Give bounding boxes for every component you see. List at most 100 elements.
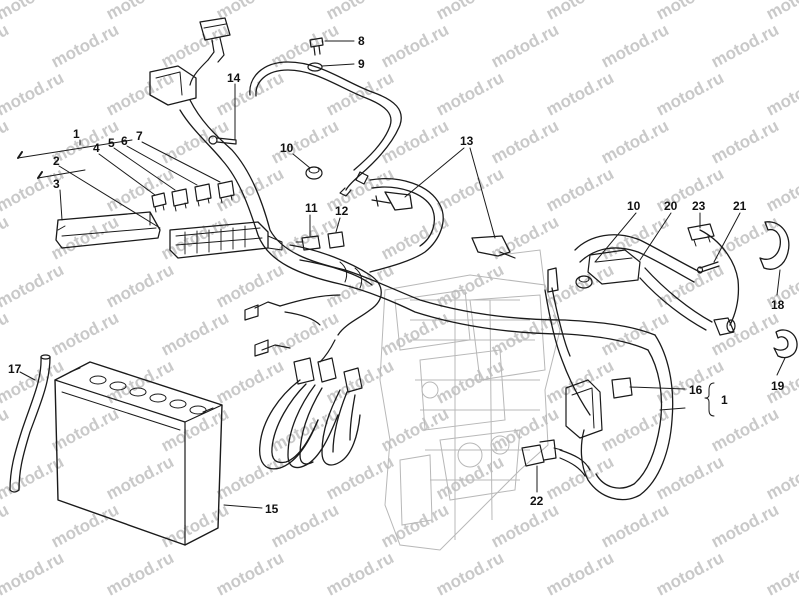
watermark-text: motod.ru	[0, 68, 67, 119]
pin-21	[696, 261, 720, 274]
callout-labels: 1 2 3 4 5 6 7 8 9 10 11 12 13 14 15 16 1…	[8, 34, 785, 516]
callout-21: 21	[733, 199, 747, 213]
fuse-box-base	[55, 211, 161, 249]
watermark-text: motod.ru	[543, 164, 617, 215]
watermark-text: motod.ru	[103, 452, 177, 503]
watermark-text: motod.ru	[378, 116, 452, 167]
watermark-text: motod.ru	[0, 0, 67, 24]
fuse-6	[194, 183, 212, 207]
battery-cell-caps	[89, 375, 207, 415]
engine-block-outline	[379, 249, 561, 551]
watermark-text: motod.ru	[48, 20, 122, 71]
watermark-text: motod.ru	[323, 68, 397, 119]
callout-15: 15	[265, 502, 279, 516]
callout-5: 5	[108, 136, 115, 150]
watermark-text: motod.ru	[488, 116, 562, 167]
watermark-text: motod.ru	[158, 20, 232, 71]
watermark-text: motod.ru	[653, 356, 727, 407]
watermark-text: motod.ru	[653, 0, 727, 24]
callout-7: 7	[136, 129, 143, 143]
bolt-8	[309, 37, 324, 56]
watermark-text: motod.ru	[213, 260, 287, 311]
watermark-text: motod.ru	[378, 308, 452, 359]
callout-8: 8	[358, 34, 365, 48]
watermark-text: motod.ru	[763, 164, 799, 215]
watermark-text: motod.ru	[103, 164, 177, 215]
callout-11: 11	[305, 201, 318, 215]
watermark-text: motod.ru	[323, 356, 397, 407]
watermark-text: motod.ru	[708, 212, 782, 263]
battery	[54, 361, 223, 546]
callout-19: 19	[771, 379, 785, 393]
watermark-text: motod.ru	[598, 308, 672, 359]
watermark-text: motod.ru	[0, 404, 12, 455]
watermark-text: motod.ru	[213, 164, 287, 215]
watermark-text: motod.ru	[48, 404, 122, 455]
watermark-text: motod.ru	[0, 20, 12, 71]
watermark-text: motod.ru	[158, 308, 232, 359]
watermark-text: motod.ru	[378, 500, 452, 551]
clamp-18	[759, 221, 790, 270]
callout-9: 9	[358, 57, 365, 71]
callout-18: 18	[771, 298, 785, 312]
watermark-text: motod.ru	[488, 500, 562, 551]
watermark-text: motod.ru	[158, 500, 232, 551]
watermark-text: motod.ru	[213, 452, 287, 503]
watermark-text: motod.ru	[433, 0, 507, 24]
watermark-text: motod.ru	[433, 548, 507, 599]
watermark-text: motod.ru	[763, 548, 799, 599]
watermark-text: motod.ru	[598, 500, 672, 551]
fuse-holder	[169, 221, 283, 259]
fuses	[151, 180, 235, 213]
cable-tie-14	[208, 135, 237, 145]
watermark-text: motod.ru	[0, 308, 12, 359]
grommet-10-right	[575, 275, 593, 289]
connector-block-top	[149, 17, 231, 106]
rear-wiring	[544, 267, 674, 501]
watermark-text: motod.ru	[378, 20, 452, 71]
callout-22: 22	[530, 494, 544, 508]
fuse-4	[151, 192, 167, 213]
fuse-5	[171, 188, 189, 212]
watermark-text: motod.ru	[598, 116, 672, 167]
watermark-text: motod.ru	[323, 0, 397, 24]
watermark-text: motod.ru	[763, 68, 799, 119]
watermark-text: motod.ru	[763, 452, 799, 503]
callout-14: 14	[227, 71, 241, 85]
watermark-text: motod.ru	[433, 356, 507, 407]
watermark-text: motod.ru	[708, 404, 782, 455]
grommet-10-left	[305, 166, 323, 180]
watermark-text: motod.ru	[433, 164, 507, 215]
watermark-text: motod.ru	[0, 260, 67, 311]
ground-cable	[249, 61, 402, 197]
sensor-wire-loops	[254, 339, 363, 470]
bracket-13	[371, 191, 516, 259]
watermark-text: motod.ru	[543, 0, 617, 24]
watermark-text: motod.ru	[213, 548, 287, 599]
callout-23: 23	[692, 199, 706, 213]
watermark-text: motod.ru	[103, 548, 177, 599]
watermark-text: motod.ru	[0, 116, 12, 167]
watermark-text: motod.ru	[543, 68, 617, 119]
callout-17: 17	[8, 362, 22, 376]
watermark-text: motod.ru	[213, 0, 287, 24]
callout-20: 20	[664, 199, 678, 213]
left-leads	[244, 294, 341, 326]
watermark-text: motod.ru	[653, 548, 727, 599]
callout-3: 3	[53, 177, 60, 191]
watermark-text: motod.ru	[708, 116, 782, 167]
battery-vent-tube	[9, 354, 51, 493]
callout-2: 2	[53, 154, 60, 168]
callout-16: 16	[689, 383, 703, 397]
sensor-connectors	[293, 357, 363, 393]
watermark-text: motod.ru	[653, 260, 727, 311]
watermark-text: motod.ru	[48, 500, 122, 551]
callout-1-right: 1	[721, 393, 728, 407]
watermark-text: motod.ru	[268, 308, 342, 359]
watermark-text: motod.ru	[268, 500, 342, 551]
watermark-text: motod.ru	[433, 68, 507, 119]
right-harness-branch	[574, 229, 740, 336]
battery-positive-cable	[355, 171, 444, 273]
watermark-text: motod.ru	[0, 212, 12, 263]
